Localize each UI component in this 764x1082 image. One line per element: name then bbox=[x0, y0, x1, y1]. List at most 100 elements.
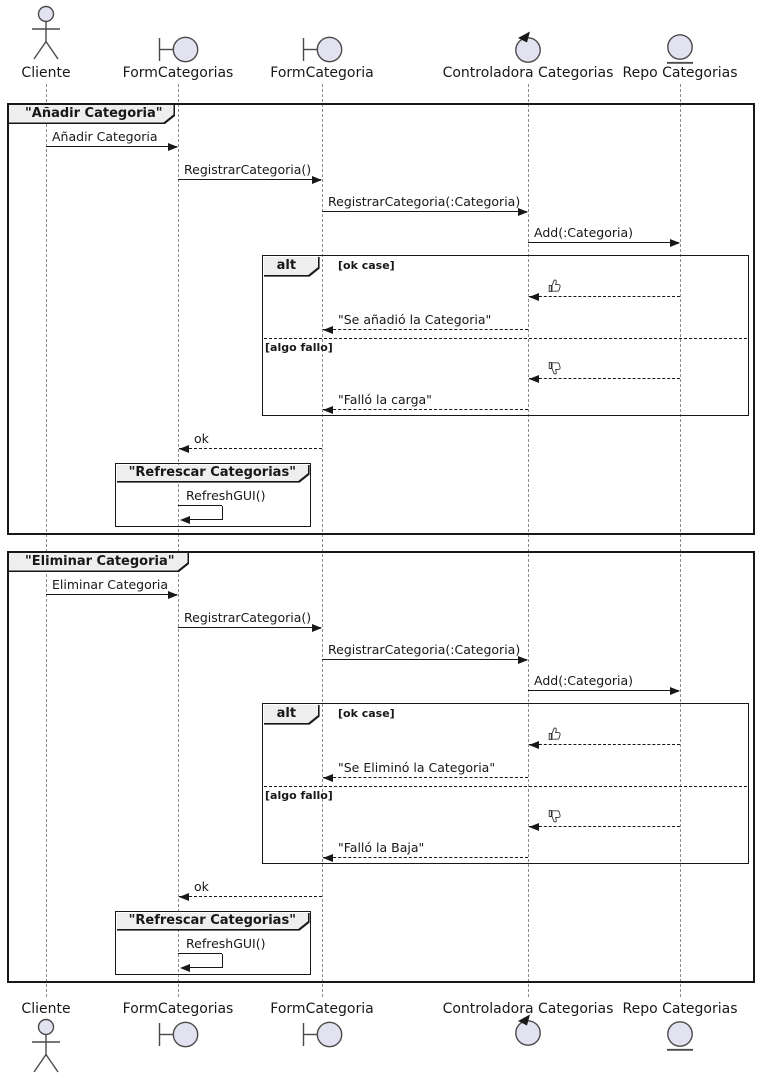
arrowhead bbox=[168, 142, 178, 151]
self-message-line bbox=[222, 505, 223, 519]
ref-frame-border bbox=[115, 463, 311, 527]
arrowhead bbox=[323, 853, 333, 862]
message-line bbox=[529, 296, 680, 297]
frame-border bbox=[7, 551, 755, 983]
arrowhead bbox=[529, 740, 539, 749]
participant-label-top-repo: Repo Categorias bbox=[622, 65, 738, 81]
message-line bbox=[46, 594, 177, 595]
arrowhead bbox=[323, 405, 333, 414]
message-line bbox=[528, 690, 679, 691]
message-line bbox=[528, 242, 679, 243]
frame-tab-title: "Añadir Categoria" bbox=[9, 105, 174, 123]
message-label: "Se añadió la Categoria" bbox=[338, 312, 492, 327]
participant-label-top-controladora: Controladora Categorias bbox=[442, 65, 614, 81]
thumb-down-icon bbox=[548, 360, 562, 379]
alt-tab: alt bbox=[264, 257, 320, 277]
arrowhead bbox=[670, 686, 680, 695]
boundary-icon bbox=[301, 1020, 343, 1053]
message-label: "Falló la carga" bbox=[338, 392, 432, 407]
arrowhead bbox=[168, 590, 178, 599]
message-line bbox=[323, 329, 528, 330]
message-label: "Se Eliminó la Categoria" bbox=[338, 760, 496, 775]
arrowhead bbox=[180, 963, 190, 972]
message-label: Add(:Categoria) bbox=[534, 225, 633, 240]
message-line bbox=[529, 378, 680, 379]
alt-tab-title: alt bbox=[264, 705, 319, 724]
message-label: "Falló la Baja" bbox=[338, 840, 425, 855]
participant-label-bottom-formcategorias: FormCategorias bbox=[122, 1001, 234, 1017]
lifeline-controladora bbox=[527, 84, 529, 997]
message-line bbox=[529, 744, 680, 745]
alt-divider bbox=[263, 338, 747, 339]
message-label: RegistrarCategoria(:Categoria) bbox=[328, 194, 521, 209]
frame-tab: "Añadir Categoria" bbox=[9, 105, 175, 124]
alt-tab: alt bbox=[264, 705, 320, 725]
message-line bbox=[179, 896, 322, 897]
thumb-down-icon bbox=[548, 808, 562, 827]
arrowhead bbox=[518, 207, 528, 216]
self-message-line bbox=[189, 967, 223, 968]
arrowhead bbox=[312, 175, 322, 184]
alt-divider bbox=[263, 786, 747, 787]
self-message-line bbox=[178, 505, 222, 506]
participant-label-bottom-formcategoria: FormCategoria bbox=[270, 1001, 374, 1017]
participant-label-top-cliente: Cliente bbox=[21, 65, 71, 81]
message-label: RegistrarCategoria() bbox=[184, 162, 312, 177]
message-label: ok bbox=[194, 879, 209, 894]
actor-icon bbox=[29, 4, 63, 66]
self-message-line bbox=[222, 953, 223, 967]
frame-tab-title: "Eliminar Categoria" bbox=[9, 553, 188, 571]
message-line bbox=[46, 146, 177, 147]
message-label: Eliminar Categoria bbox=[52, 577, 169, 592]
self-message-line bbox=[189, 519, 223, 520]
arrowhead bbox=[529, 822, 539, 831]
ref-frame-tab: "Refrescar Categorias" bbox=[117, 465, 310, 483]
self-message-label: RefreshGUI() bbox=[186, 936, 266, 951]
participant-label-bottom-cliente: Cliente bbox=[21, 1001, 71, 1017]
thumb-up-icon bbox=[548, 278, 562, 297]
boundary-icon bbox=[301, 35, 343, 68]
boundary-icon bbox=[157, 1020, 199, 1053]
ref-frame-tab-title: "Refrescar Categorias" bbox=[117, 465, 309, 482]
thumb-up-icon bbox=[548, 726, 562, 745]
arrowhead bbox=[529, 374, 539, 383]
actor-icon bbox=[29, 1017, 63, 1079]
lifeline-repo bbox=[679, 84, 681, 997]
arrowhead bbox=[323, 773, 333, 782]
participant-label-bottom-controladora: Controladora Categorias bbox=[442, 1001, 614, 1017]
ref-frame-tab: "Refrescar Categorias" bbox=[117, 913, 310, 931]
alt-tab-title: alt bbox=[264, 257, 319, 276]
entity-icon bbox=[666, 1021, 694, 1056]
message-line bbox=[529, 826, 680, 827]
message-label: RegistrarCategoria() bbox=[184, 610, 312, 625]
self-message-label: RefreshGUI() bbox=[186, 488, 266, 503]
alt-guard-1: [ok case] bbox=[338, 707, 395, 720]
boundary-icon bbox=[157, 35, 199, 68]
control-icon bbox=[513, 31, 543, 67]
arrowhead bbox=[323, 325, 333, 334]
alt-frame-border bbox=[262, 703, 749, 864]
arrowhead bbox=[180, 515, 190, 524]
participant-label-top-formcategoria: FormCategoria bbox=[270, 65, 374, 81]
alt-guard-1: [ok case] bbox=[338, 259, 395, 272]
message-line bbox=[322, 659, 527, 660]
message-line bbox=[178, 627, 321, 628]
arrowhead bbox=[529, 292, 539, 301]
self-message-line bbox=[178, 953, 222, 954]
frame-border bbox=[7, 103, 755, 535]
lifeline-cliente bbox=[45, 84, 47, 997]
arrowhead bbox=[179, 892, 189, 901]
message-line bbox=[178, 179, 321, 180]
message-line bbox=[323, 857, 528, 858]
message-label: ok bbox=[194, 431, 209, 446]
message-line bbox=[323, 409, 528, 410]
participant-label-bottom-repo: Repo Categorias bbox=[622, 1001, 738, 1017]
message-line bbox=[179, 448, 322, 449]
arrowhead bbox=[670, 238, 680, 247]
lifeline-formcategorias bbox=[177, 84, 179, 997]
ref-frame-tab-title: "Refrescar Categorias" bbox=[117, 913, 309, 930]
message-label: Añadir Categoria bbox=[52, 129, 158, 144]
alt-frame-border bbox=[262, 255, 749, 416]
alt-guard-2: [algo fallo] bbox=[265, 789, 333, 802]
